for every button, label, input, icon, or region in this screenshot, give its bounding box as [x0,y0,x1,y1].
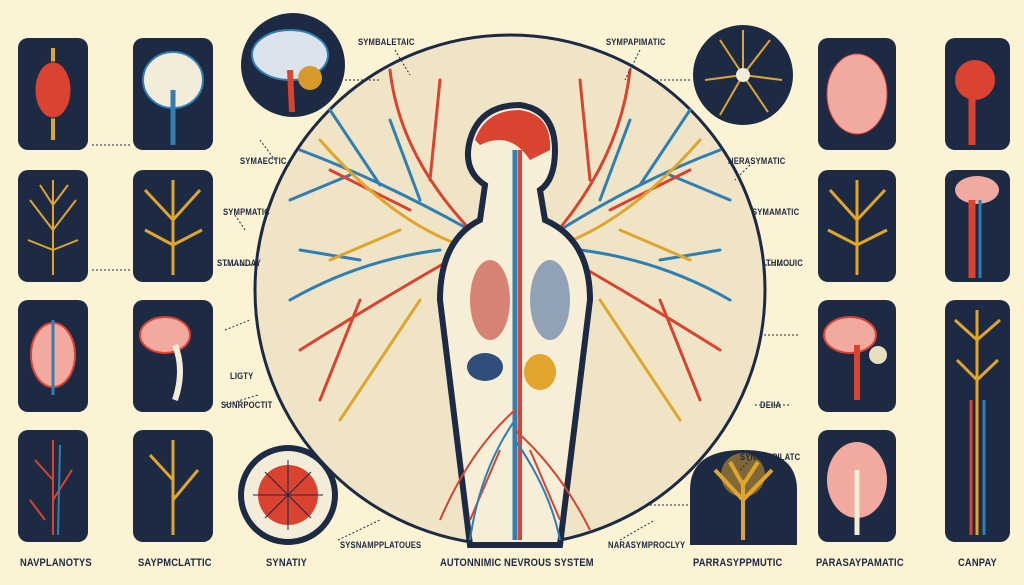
main-title: AUTONNIMIC NEVROUS SYSTEM [440,557,594,569]
panel-col3-brain-stem [818,300,896,412]
label-left-3: STMANDAY [217,258,262,268]
circle-brain-cross-section [241,13,345,117]
panel-col2-brain [133,38,213,150]
panel-col4-spine-long [945,300,1010,542]
panel-col3-brain-lower [818,430,896,542]
main-body-circle [253,33,767,548]
label-left-4: LIGTY [230,371,254,381]
panel-col2-nerve [133,430,213,542]
label-top-left: SYMBALETAIC [358,37,415,47]
label-top-right: SYMPAPIMATIC [606,37,666,47]
panel-col3-nerve-tree [818,170,896,282]
label-right-5: SYNHAYPILATC [740,452,801,462]
circle-neuron [693,25,793,125]
panel-col1-nerve-tree [18,170,88,282]
label-right-4: DEIIA [760,400,782,410]
label-left-1: SYMAECTIC [240,156,287,166]
bottom-label-6: CANPAY [958,557,997,569]
panel-col1-brainstem [18,38,88,150]
leader-lines [92,49,800,541]
label-right-1: NERASYMATIC [728,156,786,166]
panel-col4-spinal-cord [945,170,1010,282]
panel-col3-brain [818,38,896,150]
label-bottom-left-inner: SYSNAMPPLATOUES [340,540,422,550]
bottom-label-5: PARASAYPAMATIC [816,557,904,569]
panel-col1-nerves [18,430,88,542]
circle-target [238,445,338,545]
label-right-3: THMOUIC [766,258,803,268]
bottom-label-2: SAYPMCLATTIC [138,557,212,569]
label-right-2: SYMAMATIC [752,207,800,217]
panel-col4-brain-spine [945,38,1010,150]
circle-tree [690,450,797,545]
bottom-label-3: SYNATIY [266,557,308,569]
bottom-label-1: NAVPLANOTYS [20,557,92,569]
label-left-5: SUNRPOCTIT [221,400,273,410]
label-bottom-right-inner: NARASYMPROCLYY [608,540,686,550]
panel-col2-brain-stem [133,300,213,412]
panel-col2-nerve-tree [133,170,213,282]
bottom-label-4: PARRASYPPMUTIC [693,557,783,569]
label-left-2: SYMPMATIC [223,207,270,217]
panel-col1-kidney [18,300,88,412]
